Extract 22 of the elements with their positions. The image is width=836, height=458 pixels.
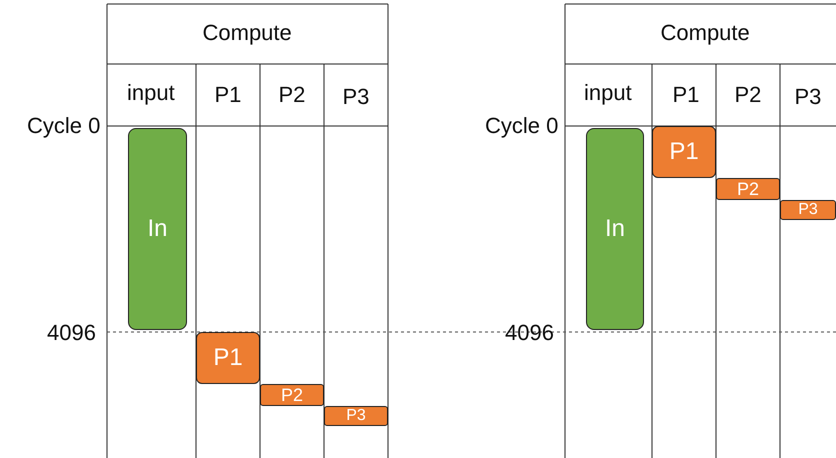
- column-header: P3: [342, 86, 370, 108]
- task-bar: P1: [652, 126, 716, 178]
- row-label: Cycle 0: [485, 115, 558, 137]
- column-header: P2: [278, 84, 306, 106]
- task-bar: In: [128, 128, 187, 330]
- task-bar: P3: [324, 406, 388, 426]
- column-header: P2: [734, 84, 762, 106]
- task-bar: P1: [196, 332, 260, 384]
- column-header: P1: [214, 84, 242, 106]
- row-label: Cycle 0: [27, 115, 100, 137]
- table-heading: Compute: [660, 22, 750, 44]
- column-header: P3: [794, 86, 822, 108]
- task-bar: P3: [780, 200, 836, 220]
- column-header: input: [584, 82, 632, 104]
- row-label: 4096: [47, 322, 96, 344]
- table-heading: Compute: [202, 22, 292, 44]
- row-label: 4096: [505, 322, 554, 344]
- column-header: input: [127, 82, 175, 104]
- task-bar: P2: [260, 384, 324, 406]
- task-bar: P2: [716, 178, 780, 200]
- task-bar: In: [586, 128, 644, 330]
- column-header: P1: [672, 84, 700, 106]
